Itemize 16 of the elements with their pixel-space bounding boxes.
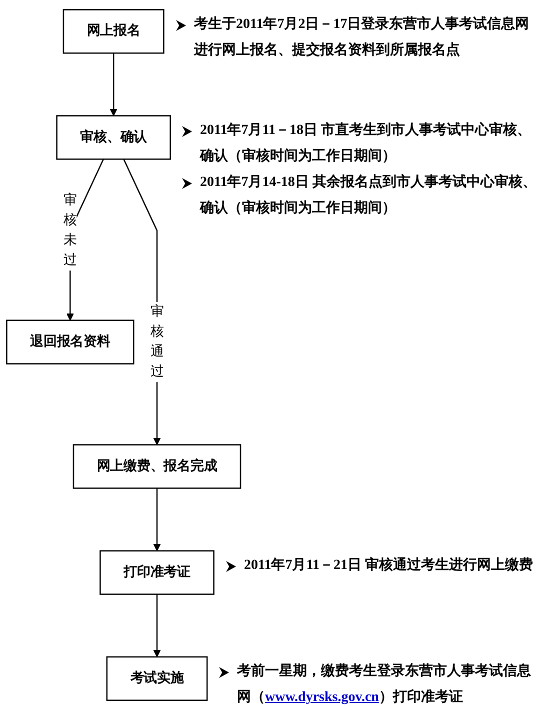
edge-label: 审核通过	[150, 304, 164, 379]
note-text: 考前一星期，缴费考生登录东营市人事考试信息网（www.dyrsks.gov.cn）打印准考证	[237, 662, 532, 707]
arrow	[153, 488, 161, 552]
note-text: 2011年7月11－21日 审核通过考生进行网上缴费	[244, 556, 533, 575]
process-box: 考试实施	[106, 656, 208, 701]
process-box: 审核、确认	[56, 115, 171, 160]
process-box: 网上缴费、报名完成	[72, 444, 242, 489]
arrow	[153, 594, 161, 658]
process-box: 退回报名资料	[6, 320, 134, 364]
arrow	[110, 53, 118, 116]
web-link: www.dyrsks.gov.cn	[265, 690, 379, 705]
process-box: 网上报名	[62, 9, 164, 54]
note-text: 考生于2011年7月2日－17日登录东营市人事考试信息网进行网上报名、提交报名资料到所属报名点	[194, 14, 530, 60]
note-text: 2011年7月14-18日 其余报名点到市人事考试中心审核、确认（审核时间为工作日期间）	[200, 172, 538, 218]
note-text: 2011年7月11－18日 市直考生到市人事考试中心审核、确认（审核时间为工作日期间）	[200, 120, 532, 166]
edge-label: 审核未过	[63, 192, 77, 268]
